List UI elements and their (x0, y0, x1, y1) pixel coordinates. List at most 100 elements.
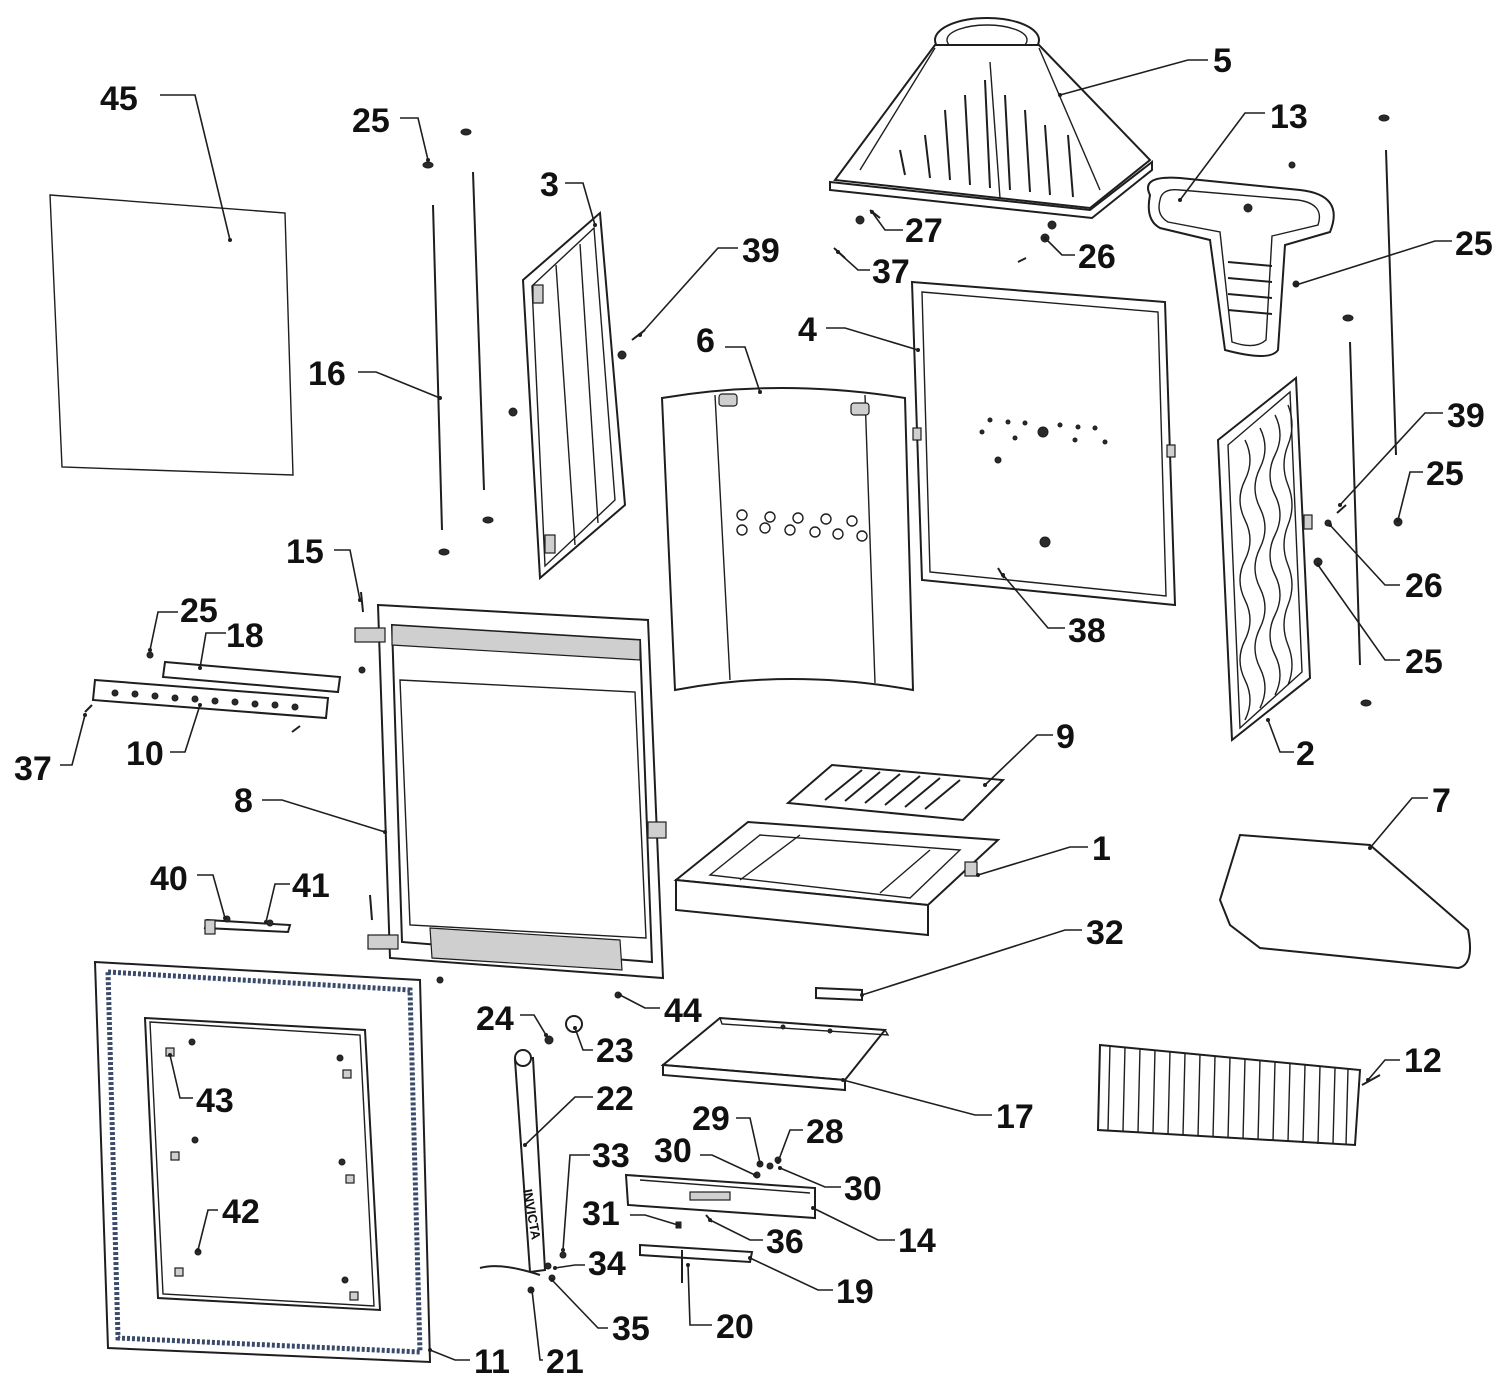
callout-number: 9 (1056, 718, 1075, 756)
callout-pointer-tip (383, 830, 387, 834)
callout-number: 32 (1086, 914, 1124, 952)
callout-pointer-tip (860, 993, 864, 997)
callout-11: 11 (428, 1343, 510, 1381)
callout-number: 11 (474, 1343, 510, 1381)
callout-leader-line (1339, 412, 1443, 506)
callout-leader-line (262, 799, 386, 833)
callout-39: 39 (638, 232, 780, 337)
callout-18: 18 (198, 617, 264, 670)
callout-number: 20 (716, 1308, 754, 1346)
callout-2: 2 (1266, 718, 1315, 773)
callout-leader-line (531, 1289, 543, 1361)
parts-26-27-37-fasteners-top (833, 209, 1057, 263)
callout-leader-line (1267, 719, 1294, 753)
callout-33: 33 (561, 1137, 630, 1252)
callout-pointer-tip (776, 1160, 780, 1164)
parts-21-23-24-33-34-35-handle-fasteners (527, 1015, 583, 1294)
callout-15: 15 (286, 533, 362, 602)
callout-44: 44 (618, 992, 702, 1030)
callout-pointer-tip (870, 210, 874, 214)
callout-24: 24 (476, 1000, 548, 1038)
callout-leader-line (400, 117, 429, 161)
callout-pointer-tip (83, 713, 87, 717)
part-40-41-latch (203, 915, 292, 935)
callout-pointer-tip (976, 873, 980, 877)
callout-19: 19 (748, 1256, 874, 1311)
callout-number: 26 (1078, 238, 1116, 276)
callout-leader-line (1397, 471, 1423, 521)
callout-number: 12 (1404, 1042, 1442, 1080)
back-panel-air-holes (736, 509, 868, 542)
callout-number: 22 (596, 1080, 634, 1118)
callout-27: 27 (870, 210, 943, 250)
callout-26: 26 (1328, 523, 1443, 605)
callout-leader-line (700, 1154, 756, 1176)
callout-pointer-tip (553, 1266, 557, 1270)
callout-leader-line (861, 929, 1082, 996)
callout-30: 30 (654, 1132, 757, 1177)
part-18-bracket (161, 660, 342, 694)
callout-leader-line (842, 1079, 992, 1116)
callout-28: 28 (776, 1113, 844, 1164)
callout-number: 37 (872, 253, 910, 291)
callout-leader-line (871, 211, 903, 231)
callout-leader-line (199, 632, 226, 669)
callout-number: 18 (226, 617, 264, 655)
callout-number: 35 (612, 1310, 650, 1348)
callout-number: 31 (582, 1195, 620, 1233)
callout-number: 25 (1455, 225, 1493, 263)
callout-pointer-tip (1178, 198, 1182, 202)
callout-pointer-tip (676, 1223, 680, 1227)
brick-ribs (1107, 1044, 1349, 1146)
callout-23: 23 (573, 1026, 634, 1070)
part-14-air-slide (624, 1173, 816, 1220)
callout-leader-line (1367, 1059, 1400, 1081)
callout-number: 16 (308, 355, 346, 393)
part-22-door-handle: INVICTA (479, 1049, 547, 1276)
callout-number: 25 (180, 592, 218, 630)
callout-leader-line (358, 371, 441, 399)
callout-number: 30 (844, 1170, 882, 1208)
callout-leader-line (1179, 112, 1265, 201)
door-clips (165, 1047, 359, 1301)
callout-leader-line (619, 994, 660, 1009)
callout-pointer-tip (983, 783, 987, 787)
callout-pointer-tip (916, 348, 920, 352)
callout-pointer-tip (523, 1143, 527, 1147)
callout-pointer-tip (593, 223, 597, 227)
callout-25: 25 (1396, 455, 1464, 522)
callout-number: 40 (150, 860, 188, 898)
callout-pointer-tip (530, 1288, 534, 1292)
callout-16: 16 (308, 355, 442, 400)
callout-36: 36 (708, 1218, 804, 1261)
callout-leader-line (1329, 524, 1400, 586)
callout-39: 39 (1338, 397, 1485, 507)
callout-number: 29 (692, 1100, 730, 1138)
part-4-rear-plate (910, 280, 1177, 607)
part-3-left-side-plate (521, 210, 627, 581)
callout-29: 29 (692, 1100, 762, 1165)
callout-number: 43 (196, 1082, 234, 1120)
callout-10: 10 (126, 703, 202, 773)
callout-number: 4 (798, 311, 817, 349)
callout-leader-line (812, 1207, 895, 1241)
part-19-lever (639, 1243, 754, 1264)
callout-leader-line (551, 1279, 608, 1329)
part-32-plate (815, 986, 863, 1002)
part-7-insulation-board (1218, 833, 1471, 970)
callout-8: 8 (234, 782, 387, 834)
rear-plate-holes (979, 417, 1108, 548)
callout-38: 38 (1001, 573, 1106, 650)
callout-26: 26 (1043, 236, 1116, 276)
callout-leader-line (639, 247, 738, 336)
callout-pointer-tip (1328, 523, 1332, 527)
callout-leader-line (1059, 59, 1208, 96)
callout-leader-line (60, 714, 86, 766)
callout-pointer-tip (841, 1078, 845, 1082)
callout-number: 7 (1432, 782, 1451, 820)
callout-number: 3 (540, 166, 559, 204)
callout-25: 25 (1316, 563, 1443, 681)
callout-leader-line (1317, 564, 1400, 661)
callout-leader-line (1002, 574, 1065, 629)
